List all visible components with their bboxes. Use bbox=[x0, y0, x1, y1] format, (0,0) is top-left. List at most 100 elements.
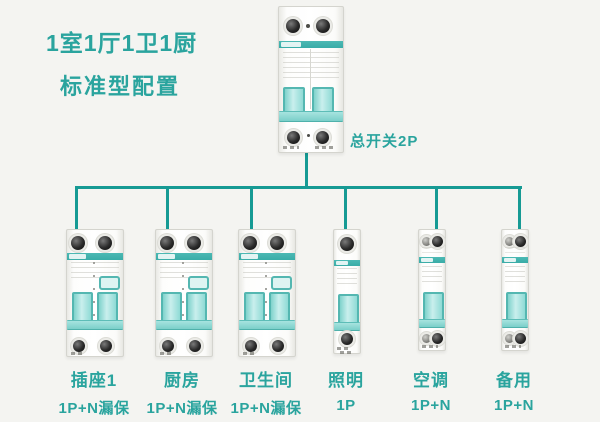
toggle-base bbox=[334, 322, 360, 331]
brand-text-strip bbox=[241, 254, 258, 259]
branch-label-kitchen: 厨房 1P+N漏保 bbox=[127, 366, 237, 418]
toggle-base bbox=[279, 111, 343, 122]
branch-spec: 1P+N漏保 bbox=[146, 400, 218, 417]
breaker-socket1 bbox=[66, 229, 124, 357]
terminal-screw-icon bbox=[162, 340, 174, 352]
brand-text-strip bbox=[421, 258, 433, 262]
brand-band bbox=[156, 253, 212, 260]
brand-text-strip bbox=[336, 261, 348, 265]
module-seam bbox=[265, 262, 267, 334]
module-seam bbox=[93, 262, 95, 334]
toggle-base bbox=[239, 320, 295, 330]
branch-spec: 1P+N漏保 bbox=[230, 400, 302, 417]
terminal-screw-icon bbox=[515, 333, 526, 344]
terminal-screw-icon bbox=[505, 334, 514, 343]
branch-label-bathroom: 卫生间 1P+N漏保 bbox=[211, 366, 321, 418]
terminal-screw-icon bbox=[432, 236, 443, 247]
page-title: 1室1厅1卫1厨 标准型配置 bbox=[46, 24, 197, 101]
brand-text-strip bbox=[281, 42, 301, 47]
model-print bbox=[71, 352, 85, 355]
terminal-screw-icon bbox=[100, 340, 112, 352]
terminal-screw-icon bbox=[245, 340, 257, 352]
model-print bbox=[283, 146, 299, 149]
model-print bbox=[422, 345, 438, 348]
terminal-screw-icon bbox=[243, 236, 257, 250]
breaker-ac bbox=[418, 229, 446, 351]
branch-label-ac: 空调 1P+N bbox=[376, 366, 486, 414]
breaker-kitchen bbox=[155, 229, 213, 357]
toggle-base bbox=[502, 319, 528, 328]
model-print bbox=[160, 352, 174, 355]
branch-name: 空调 bbox=[413, 371, 449, 390]
terminal-screw-icon bbox=[432, 333, 443, 344]
model-print bbox=[505, 345, 521, 348]
terminal-screw-icon bbox=[505, 237, 514, 246]
test-button bbox=[271, 276, 292, 290]
wire-drop-ac bbox=[435, 186, 438, 230]
terminal-screw-icon bbox=[187, 236, 201, 250]
model-print bbox=[340, 351, 354, 354]
branch-label-spare: 备用 1P+N bbox=[459, 366, 569, 414]
branch-name: 卫生间 bbox=[239, 371, 293, 390]
breaker-bathroom bbox=[238, 229, 296, 357]
test-button bbox=[188, 276, 209, 290]
wire-drop-socket1 bbox=[75, 186, 78, 230]
terminal-screw-icon bbox=[515, 236, 526, 247]
branch-spec: 1P+N漏保 bbox=[58, 400, 130, 417]
terminal-screw-icon bbox=[189, 340, 201, 352]
terminal-screw-icon bbox=[98, 236, 112, 250]
model-print bbox=[337, 347, 349, 350]
terminal-screw-icon bbox=[422, 237, 431, 246]
model-print bbox=[315, 146, 333, 149]
branch-label-lighting: 照明 1P bbox=[291, 366, 401, 414]
toggle-base bbox=[67, 320, 123, 330]
rating-print bbox=[505, 266, 525, 282]
rating-print bbox=[422, 266, 442, 282]
terminal-screw-icon bbox=[73, 340, 85, 352]
breaker-lighting bbox=[333, 229, 361, 354]
branch-label-socket1: 插座1 1P+N漏保 bbox=[39, 366, 149, 418]
terminal-screw-icon bbox=[316, 131, 329, 144]
toggle-base bbox=[419, 319, 445, 328]
wire-main-drop bbox=[305, 150, 308, 187]
terminal-screw-icon bbox=[341, 333, 353, 345]
brand-text-strip bbox=[504, 258, 516, 262]
branch-name: 插座1 bbox=[70, 371, 118, 390]
main-breaker-2p bbox=[278, 6, 344, 153]
rating-print bbox=[283, 52, 339, 80]
terminal-screw-icon bbox=[316, 19, 330, 33]
module-seam bbox=[182, 262, 184, 334]
brand-band bbox=[67, 253, 123, 260]
title-line2: 标准型配置 bbox=[60, 74, 181, 99]
wire-bus bbox=[75, 186, 522, 189]
terminal-screw-icon bbox=[71, 236, 85, 250]
breaker-spare bbox=[501, 229, 529, 351]
branch-spec: 1P+N bbox=[494, 397, 534, 414]
brand-text-strip bbox=[69, 254, 86, 259]
rivet-dot bbox=[306, 24, 310, 28]
wire-drop-kitchen bbox=[166, 186, 169, 230]
terminal-screw-icon bbox=[270, 236, 284, 250]
brand-band bbox=[239, 253, 295, 260]
branch-name: 照明 bbox=[328, 371, 364, 390]
terminal-screw-icon bbox=[422, 334, 431, 343]
terminal-screw-icon bbox=[160, 236, 174, 250]
main-breaker-label: 总开关2P bbox=[350, 133, 419, 150]
terminal-screw-icon bbox=[286, 19, 300, 33]
title-line1: 1室1厅1卫1厨 bbox=[46, 30, 198, 56]
branch-spec: 1P bbox=[336, 397, 356, 414]
branch-spec: 1P+N bbox=[411, 397, 451, 414]
terminal-screw-icon bbox=[287, 131, 300, 144]
terminal-screw-icon bbox=[340, 237, 354, 251]
wire-drop-lighting bbox=[344, 186, 347, 230]
model-print bbox=[243, 352, 257, 355]
test-button bbox=[99, 276, 120, 290]
wire-drop-bathroom bbox=[250, 186, 253, 230]
brand-text-strip bbox=[158, 254, 175, 259]
toggle-base bbox=[156, 320, 212, 330]
brand-band bbox=[279, 41, 343, 48]
terminal-screw-icon bbox=[272, 340, 284, 352]
rating-print bbox=[337, 268, 357, 286]
wiring-diagram-print bbox=[422, 247, 442, 255]
